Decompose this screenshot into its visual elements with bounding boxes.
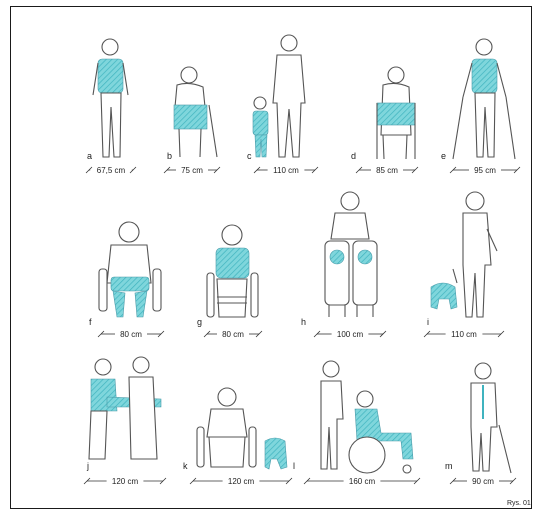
figure-letter-l: l [293,461,295,471]
figure-width-l: 160 cm [349,477,376,486]
figure-letter-i: i [427,317,429,327]
figure-f-wheelchair-front [99,222,161,317]
figure-a-walking-person [93,39,128,157]
diagram-sheet: a 67,5 cm b 75 cm c 110 cm d 85 cm e 95 cm f 80 cm g… [10,6,532,509]
figure-e-person-with-crutches [453,39,515,159]
figure-width-d: 85 cm [376,166,398,175]
figure-width-a: 67,5 cm [97,166,126,175]
figure-g-wheelchair-front [207,225,258,317]
figure-b-elderly-with-cane [174,67,217,157]
figure-letter-e: e [441,151,446,161]
figure-letter-j: j [86,461,89,471]
figure-d-elderly-with-walker [377,67,415,159]
figure-width-i: 110 cm [451,330,477,339]
figure-width-j: 120 cm [112,477,139,486]
figure-width-e: 95 cm [474,166,496,175]
figure-i-person-with-guide-dog [431,192,497,317]
figure-width-b: 75 cm [181,166,203,175]
figure-letter-b: b [167,151,172,161]
figure-j-two-people-supporting [89,357,161,459]
figure-letter-f: f [89,317,92,327]
diagram-canvas: a 67,5 cm b 75 cm c 110 cm d 85 cm e 95 cm f 80 cm g… [11,7,531,508]
figure-width-f: 80 cm [120,330,142,339]
figure-caption: Rys. 01 [507,500,531,507]
figure-letter-m: m [445,461,453,471]
figure-width-c: 110 cm [273,166,299,175]
dimension-tick [130,167,136,173]
figure-letter-c: c [247,151,252,161]
figure-m-person-with-cane [471,363,511,473]
figure-k-wheelchair-with-dog [197,388,287,469]
dimension-tick [86,167,92,173]
figure-width-h: 100 cm [337,330,364,339]
figure-width-m: 90 cm [472,477,494,486]
figure-c-adult-with-child [253,35,305,157]
figure-letter-k: k [183,461,188,471]
figure-letter-h: h [301,317,306,327]
figure-letter-d: d [351,151,356,161]
figure-l-pushing-wheelchair [321,361,413,473]
figure-letter-a: a [87,151,92,161]
figure-width-g: 80 cm [222,330,244,339]
figure-h-adult-with-double-stroller [325,192,377,317]
figure-width-k: 120 cm [228,477,255,486]
figure-letter-g: g [197,317,202,327]
